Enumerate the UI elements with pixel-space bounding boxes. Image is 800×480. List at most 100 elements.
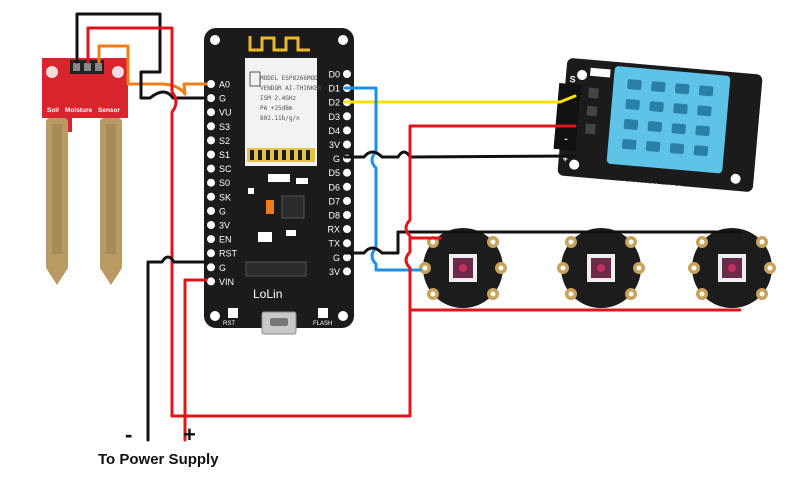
led-pixel-1 — [419, 228, 507, 308]
pin-s3-left — [207, 122, 215, 131]
pin-en-left — [207, 235, 215, 244]
soil-label-soil: Soil — [47, 107, 59, 114]
wire-g-to-led — [343, 230, 742, 255]
wire-vcc-to-dht — [404, 124, 577, 360]
fc-logo-icon — [249, 71, 261, 87]
pin-label-right: TX — [328, 239, 340, 249]
rst-button[interactable] — [228, 308, 238, 318]
pin-label-right: D2 — [328, 98, 340, 108]
pin-label-left: A0 — [219, 80, 230, 90]
pin-label-right: RX — [327, 225, 340, 235]
pin-label-right: D0 — [328, 70, 340, 80]
pin-label-left: EN — [219, 235, 232, 245]
wire-d1-to-led — [343, 86, 422, 272]
orange-capacitor — [266, 200, 274, 214]
pin-tx-right — [343, 239, 351, 248]
pin-vu-left — [207, 108, 215, 117]
wire-g-to-dht — [343, 150, 577, 159]
pin-label-left: G — [219, 206, 226, 216]
pin-rst-left — [207, 249, 215, 258]
chip-text-5: 802.11b/g/n — [260, 115, 300, 122]
pin-label-right: 3V — [329, 140, 340, 150]
chip-text-2: VENDOR AI-THINKER — [260, 85, 322, 92]
pin-label-left: SC — [219, 164, 232, 174]
pin-d0-right — [343, 70, 351, 78]
wire-power-ground — [146, 255, 208, 442]
pin-label-left: SK — [219, 192, 231, 202]
pin-sc-left — [207, 164, 215, 173]
wire-d2-to-dht — [343, 94, 577, 104]
dht-sensor-module: S - + saintsmart — [553, 58, 763, 198]
pin-d6-right — [343, 182, 351, 191]
dht-minus-mark: - — [564, 134, 568, 145]
wire-soil-ground — [75, 12, 208, 100]
pin-label-left: 3V — [219, 221, 230, 231]
board-brand: LoLin — [253, 287, 282, 301]
power-plus-sign: + — [183, 422, 196, 447]
mount-hole-icon — [338, 35, 348, 45]
pin-3v-left — [207, 221, 215, 229]
pin-label-right: D8 — [328, 211, 340, 221]
pin-d4-right — [343, 126, 351, 135]
pin-d5-right — [343, 168, 351, 177]
pin-vin-left — [207, 277, 215, 286]
pin-label-right: 3V — [329, 267, 340, 277]
pin-s0-left — [207, 178, 215, 187]
mount-hole-icon — [569, 159, 580, 170]
power-caption: To Power Supply — [98, 451, 219, 468]
flash-button[interactable] — [318, 308, 328, 318]
pin-d7-right — [343, 196, 351, 205]
wire-power-vin — [183, 278, 208, 442]
pin-label-right: D5 — [328, 168, 340, 178]
pin-d8-right — [343, 211, 351, 219]
mount-hole-icon — [210, 311, 220, 321]
pin-label-left: S1 — [219, 150, 230, 160]
pin-label-left: S3 — [219, 122, 230, 132]
soil-label-sensor: Sensor — [98, 107, 121, 114]
dht-plus-mark: + — [562, 154, 568, 164]
chip-text-3: ISM 2.4GHz — [260, 95, 297, 102]
soil-moisture-sensor: Soil Moisture Sensor — [42, 58, 128, 285]
power-minus-sign: - — [125, 422, 132, 447]
pin-rx-right — [343, 225, 351, 234]
pin-d3-right — [343, 112, 351, 121]
pin-g-right — [343, 253, 351, 262]
dht-brand: saintsmart — [622, 178, 683, 198]
pin-a0-left — [207, 80, 215, 88]
pin-s2-left — [207, 136, 215, 145]
pin-s1-left — [207, 150, 215, 159]
pin-g-left — [207, 206, 215, 215]
mount-hole-icon — [338, 311, 348, 321]
soil-label-moisture: Moisture — [65, 107, 92, 114]
antenna-icon — [248, 36, 310, 52]
led-pixel-3 — [688, 228, 776, 308]
pin-3v-right — [343, 140, 351, 149]
pin-label-right: D7 — [328, 196, 340, 206]
mount-hole-icon — [577, 70, 588, 81]
pin-g-left — [207, 94, 215, 103]
nodemcu-board: MODEL ESP8266MOD VENDOR AI-THINKER ISM 2… — [204, 28, 354, 335]
chip-text-1: MODEL ESP8266MOD — [260, 75, 318, 82]
dht-signal-mark: S — [569, 74, 576, 84]
pin-label-left: VU — [219, 108, 232, 118]
mount-hole-icon — [210, 35, 220, 45]
pin-label-left: RST — [219, 249, 238, 259]
pin-label-left: S0 — [219, 178, 230, 188]
pin-label-right: G — [333, 253, 340, 263]
pin-label-left: VIN — [219, 277, 234, 287]
pin-label-right: G — [333, 154, 340, 164]
wire-soil-vcc — [86, 26, 412, 418]
pin-label-left: S2 — [219, 136, 230, 146]
rst-button-label: RST — [223, 321, 235, 327]
pin-label-right: D6 — [328, 182, 340, 192]
flash-button-label: FLASH — [313, 321, 332, 327]
pin-label-right: D4 — [328, 126, 340, 136]
pin-label-left: G — [219, 94, 226, 104]
pin-sk-left — [207, 192, 215, 201]
pin-g-left — [207, 263, 215, 272]
pin-3v-right — [343, 267, 351, 276]
pin-label-right: D1 — [328, 84, 340, 94]
mount-hole-icon — [730, 173, 741, 184]
